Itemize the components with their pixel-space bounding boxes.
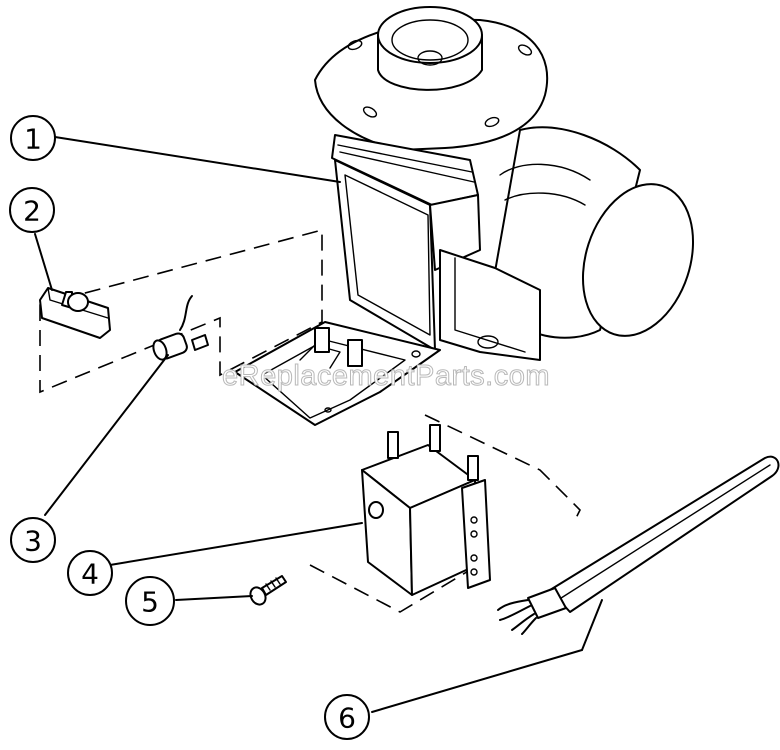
blower-motor-assembly xyxy=(234,6,695,426)
callout-4: 4 xyxy=(67,550,113,596)
leader-lines xyxy=(34,136,603,713)
bracket-clip-part xyxy=(39,287,111,339)
callout-3-number: 3 xyxy=(24,525,42,558)
callout-4-number: 4 xyxy=(81,558,99,591)
callout-6: 6 xyxy=(324,694,370,740)
callout-1: 1 xyxy=(10,115,56,161)
callout-2-number: 2 xyxy=(23,195,41,228)
callout-3: 3 xyxy=(10,517,56,563)
power-cord-part xyxy=(497,455,780,635)
callout-5-number: 5 xyxy=(141,586,159,619)
screw-part xyxy=(249,575,287,606)
watermark-text: eReplacementParts.com xyxy=(222,360,550,392)
wire-connector-part xyxy=(152,295,209,361)
exploded-assembly-lines xyxy=(39,228,581,613)
callout-1-number: 1 xyxy=(24,123,42,156)
callout-2: 2 xyxy=(9,187,55,233)
callout-6-number: 6 xyxy=(338,702,356,735)
callout-5: 5 xyxy=(125,576,175,626)
control-box-part xyxy=(361,424,491,596)
